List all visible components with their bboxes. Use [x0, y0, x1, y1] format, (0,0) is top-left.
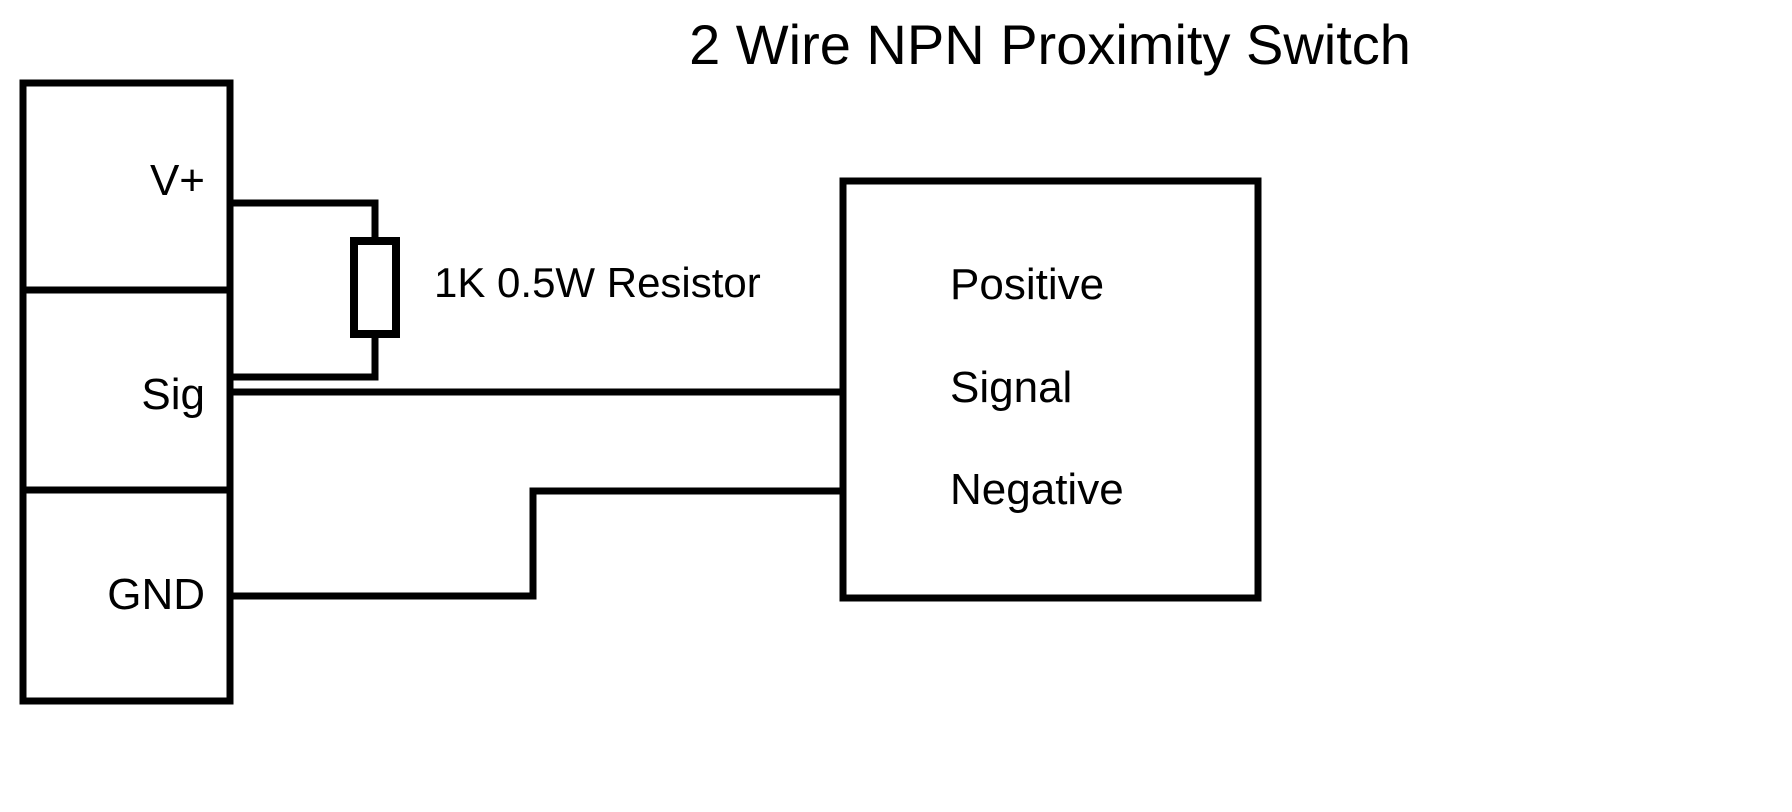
- device-label-signal: Signal: [950, 363, 1073, 412]
- terminal-label-gnd: GND: [107, 570, 205, 619]
- device-label-positive: Positive: [950, 260, 1105, 309]
- resistor-symbol: [350, 237, 400, 338]
- page-title: 2 Wire NPN Proximity Switch: [689, 13, 1411, 76]
- wire-gnd-to-negative: [230, 487, 843, 600]
- wire-resistor-to-sig: [230, 334, 379, 381]
- terminal-block-outline: [19, 79, 234, 705]
- terminal-label-vplus: V+: [149, 156, 205, 205]
- device-label-negative: Negative: [950, 465, 1124, 514]
- wire-vplus-to-resistor: [230, 199, 379, 241]
- resistor-label: 1K 0.5W Resistor: [434, 259, 761, 306]
- terminal-label-sig: Sig: [141, 370, 205, 419]
